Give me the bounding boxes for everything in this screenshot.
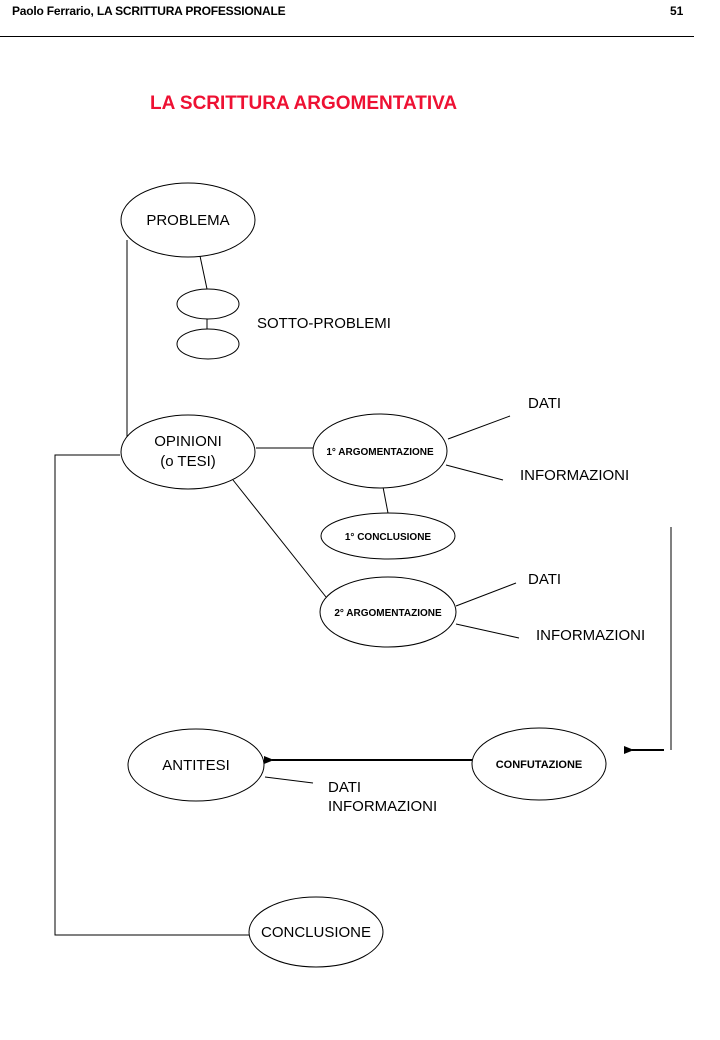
node-conclusione-1: 1° CONCLUSIONE (320, 512, 456, 560)
edge-arg2-dati (455, 582, 517, 607)
node-confutazione-label: CONFUTAZIONE (496, 759, 583, 771)
node-problema-label: PROBLEMA (146, 212, 229, 229)
label-arg1-dati: DATI (528, 395, 561, 412)
edge-problema-sottoproblemi (199, 255, 208, 290)
node-opinioni: OPINIONI (o TESI) (120, 414, 256, 490)
label-arg2-dati: DATI (528, 571, 561, 588)
edge-arg1-conclusione1 (382, 486, 389, 514)
node-conclusione-label: CONCLUSIONE (261, 924, 371, 941)
running-header-title: Paolo Ferrario, LA SCRITTURA PROFESSIONA… (12, 4, 286, 18)
node-antitesi-label: ANTITESI (162, 757, 230, 774)
node-opinioni-label-line1: OPINIONI (154, 433, 222, 450)
node-argomentazione-2-label: 2° ARGOMENTAZIONE (334, 608, 442, 619)
page-number: 51 (670, 4, 684, 18)
node-problema: PROBLEMA (120, 182, 256, 258)
node-argomentazione-1: 1° ARGOMENTAZIONE (312, 413, 448, 489)
edge-opinioni-conclusione (54, 454, 249, 936)
header-divider (0, 36, 694, 37)
edge-opinioni-arg2 (232, 479, 327, 598)
node-confutazione: CONFUTAZIONE (471, 727, 607, 801)
label-sotto-problemi: SOTTO-PROBLEMI (257, 315, 391, 332)
node-argomentazione-2: 2° ARGOMENTAZIONE (319, 576, 457, 648)
node-antitesi: ANTITESI (127, 728, 265, 802)
node-argomentazione-1-label: 1° ARGOMENTAZIONE (326, 447, 434, 458)
node-conclusione-1-label: 1° CONCLUSIONE (345, 532, 432, 543)
page-title: LA SCRITTURA ARGOMENTATIVA (150, 93, 458, 114)
edge-arg1-dati (447, 415, 511, 440)
node-conclusione: CONCLUSIONE (248, 896, 384, 968)
label-arg2-informazioni: INFORMAZIONI (536, 627, 645, 644)
node-opinioni-label-line2: (o TESI) (160, 453, 216, 470)
edge-antitesi-dati (264, 776, 314, 784)
label-arg1-informazioni: INFORMAZIONI (520, 467, 629, 484)
label-antitesi-dati: DATI (328, 779, 361, 796)
node-sotto-problema-2 (176, 328, 240, 360)
edge-arg2-informazioni (455, 623, 520, 639)
label-antitesi-informazioni: INFORMAZIONI (328, 798, 437, 815)
edge-arg1-informazioni (445, 464, 504, 481)
node-sotto-problema-1 (176, 288, 240, 320)
